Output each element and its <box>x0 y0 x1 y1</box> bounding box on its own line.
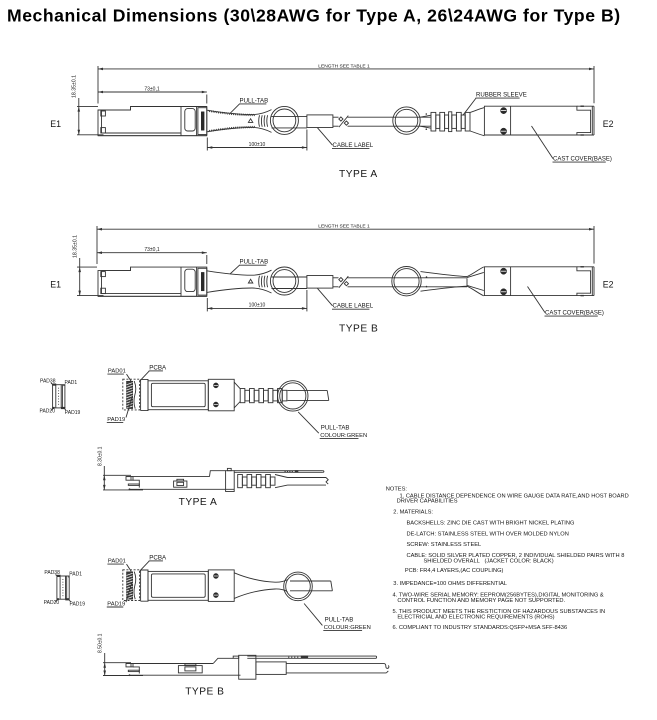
svg-text:SCREW: STAINLESS STEEL: SCREW: STAINLESS STEEL <box>407 542 482 548</box>
svg-text:CONTROL FUNCTION AND MEMORY PA: CONTROL FUNCTION AND MEMORY PAGE NOT SUP… <box>397 598 565 604</box>
svg-text:4. TWO-WIRE SERIAL MEMORY: EEP: 4. TWO-WIRE SERIAL MEMORY: EEPROM(256BYT… <box>393 593 604 599</box>
svg-text:PCB: FR4,4 LAYERS,(AC COUPLING: PCB: FR4,4 LAYERS,(AC COUPLING) <box>405 568 504 574</box>
svg-text:73±0,1: 73±0,1 <box>144 247 159 253</box>
svg-text:COLOUR:GREEN: COLOUR:GREEN <box>324 625 371 631</box>
svg-text:PULL-TAB: PULL-TAB <box>325 617 354 624</box>
svg-text:100±10: 100±10 <box>249 142 266 148</box>
svg-text:3. IMPEDANCE=100 OHMS DIFFEREN: 3. IMPEDANCE=100 OHMS DIFFERENTIAL <box>393 581 507 587</box>
svg-text:PAD19: PAD19 <box>65 410 81 416</box>
svg-text:6. COMPLIANT TO INDUSTRY STAND: 6. COMPLIANT TO INDUSTRY STANDARDS:QSFP+… <box>393 625 568 631</box>
svg-text:E2: E2 <box>603 119 614 129</box>
svg-text:E2: E2 <box>603 280 614 290</box>
svg-text:DE-LATCH: STAINLESS STEEL WITH: DE-LATCH: STAINLESS STEEL WITH OVER MOLD… <box>407 531 569 537</box>
svg-text:8.30±0.1: 8.30±0.1 <box>97 446 103 466</box>
svg-text:TYPE A: TYPE A <box>339 169 378 180</box>
svg-text:5. THIS PRODUCT MEETS THE REST: 5. THIS PRODUCT MEETS THE RESTICTION OF … <box>393 609 606 615</box>
svg-text:PCBA: PCBA <box>149 554 167 561</box>
svg-text:ELECTRICIAL AND ELECTRONIC REQ: ELECTRICIAL AND ELECTRONIC REQUIREMENTS … <box>397 615 554 621</box>
svg-text:1. CABLE DISTANCE DEPENDENCE O: 1. CABLE DISTANCE DEPENDENCE ON WIRE GAU… <box>400 493 629 499</box>
svg-text:TYPE B: TYPE B <box>185 687 224 698</box>
svg-text:PAD1: PAD1 <box>69 572 82 578</box>
svg-text:E1: E1 <box>50 119 61 129</box>
svg-text:PAD19: PAD19 <box>107 417 125 423</box>
svg-text:NOTES:: NOTES: <box>386 486 408 492</box>
svg-text:PAD19: PAD19 <box>70 602 86 608</box>
svg-text:8.50±0.1: 8.50±0.1 <box>98 633 104 653</box>
svg-text:CABLE: SOLID SILVER PLATED COP: CABLE: SOLID SILVER PLATED COPPER, 2 IND… <box>407 553 625 559</box>
svg-text:DRIVER CAPABILITIES: DRIVER CAPABILITIES <box>397 499 458 505</box>
svg-text:PAD01: PAD01 <box>108 559 126 565</box>
svg-text:18.35±0.1: 18.35±0.1 <box>72 75 78 98</box>
svg-text:LENGTH SEE TABLE 1: LENGTH SEE TABLE 1 <box>318 63 370 69</box>
svg-text:Mechanical Dimensions (30\28AW: Mechanical Dimensions (30\28AWG for Type… <box>7 6 621 26</box>
svg-text:TYPE B: TYPE B <box>339 324 378 335</box>
svg-text:PAD38: PAD38 <box>40 379 56 385</box>
svg-text:E1: E1 <box>50 280 61 290</box>
svg-text:COLOUR:GREEN: COLOUR:GREEN <box>320 433 367 439</box>
svg-text:CABLE LABEL: CABLE LABEL <box>333 142 374 149</box>
svg-text:PAD19: PAD19 <box>107 601 125 607</box>
svg-text:PAD1: PAD1 <box>65 380 78 386</box>
svg-text:CAST COVER(BASE): CAST COVER(BASE) <box>553 157 612 163</box>
svg-text:TYPE A: TYPE A <box>179 497 218 508</box>
svg-text:BACKSHELLS: ZINC DIE CAST WITH: BACKSHELLS: ZINC DIE CAST WITH BRIGHT NI… <box>407 521 575 527</box>
svg-text:PAD01: PAD01 <box>108 369 126 375</box>
svg-text:PULL-TAB: PULL-TAB <box>321 424 350 431</box>
svg-text:18.35±0.1: 18.35±0.1 <box>73 235 79 258</box>
svg-text:RUBBER SLEEVE: RUBBER SLEEVE <box>476 92 527 99</box>
svg-text:100±10: 100±10 <box>249 303 266 309</box>
svg-text:PAD38: PAD38 <box>44 570 60 576</box>
svg-text:PULL-TAB: PULL-TAB <box>240 97 269 104</box>
svg-text:CABLE LABEL: CABLE LABEL <box>333 303 374 310</box>
svg-text:CAST COVER(BASE): CAST COVER(BASE) <box>545 311 604 317</box>
svg-text:2. MATERIALS:: 2. MATERIALS: <box>393 509 433 515</box>
svg-text:PAD20: PAD20 <box>40 408 56 414</box>
svg-text:PCBA: PCBA <box>149 364 167 371</box>
svg-text:LENGTH SEE TABLE 1: LENGTH SEE TABLE 1 <box>318 224 370 230</box>
svg-text:PULL-TAB: PULL-TAB <box>240 259 269 266</box>
svg-text:73±0,1: 73±0,1 <box>144 86 159 92</box>
svg-text:SHIELDED OVERALL (JACKET COL: SHIELDED OVERALL (JACKET COLOR: BLACK) <box>424 558 554 564</box>
svg-text:PAD20: PAD20 <box>44 600 60 606</box>
